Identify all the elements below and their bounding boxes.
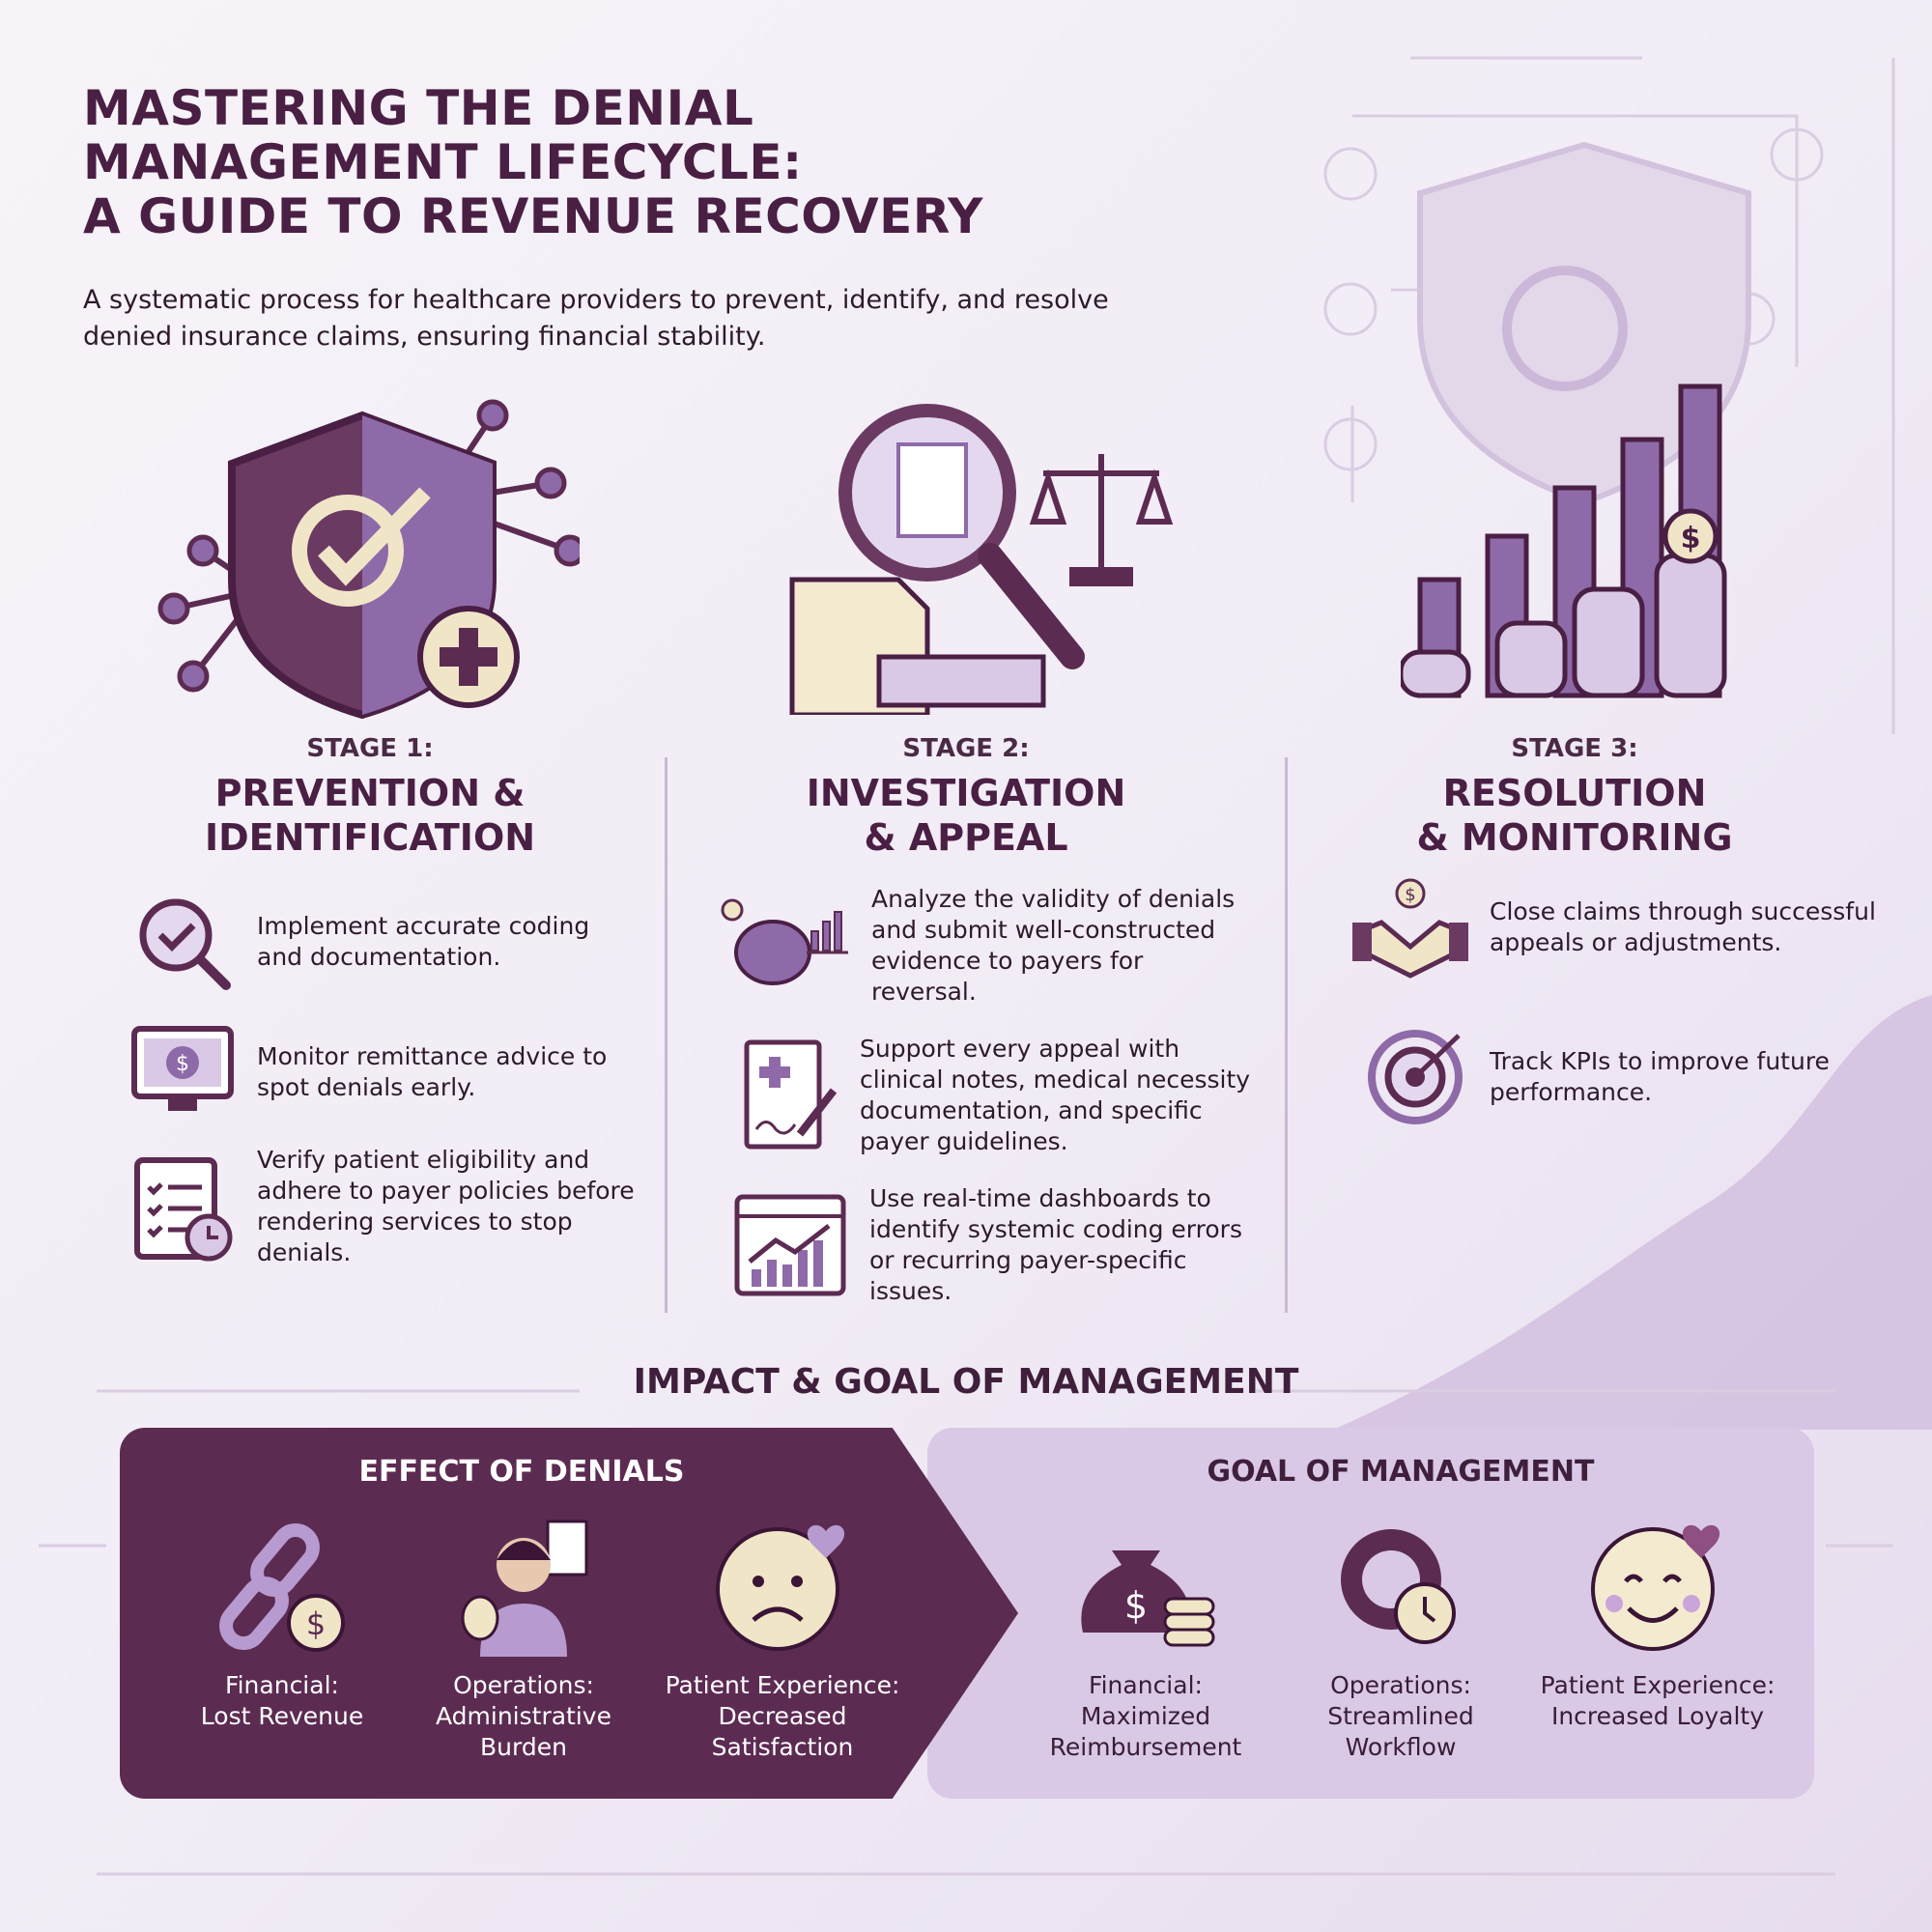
stage-2-bullet: Use real-time dashboards to identify sys… [732,1183,1254,1307]
svg-text:$: $ [176,1052,189,1076]
svg-text:$: $ [306,1605,326,1642]
target-cycle-icon [1368,1030,1463,1124]
impact-title: IMPACT & GOAL OF MANAGEMENT [633,1362,1299,1402]
bullet-text: Support every appeal with clinical notes… [860,1035,1251,1155]
stage-title: RESOLUTION& MONITORING [1416,772,1733,859]
dashboard-chart-icon [734,1194,846,1296]
goal-patient: Patient Experience:Increased Loyalty [1532,1512,1783,1732]
stage-1-header: STAGE 1: PREVENTION &IDENTIFICATION [99,734,640,860]
goal-operations: Operations:Streamlined Workflow [1275,1512,1526,1763]
happy-face-icon [1591,1524,1720,1651]
bullet-text: Track KPIs to improve future performance… [1490,1047,1830,1106]
effect-financial: $ Financial:Lost Revenue [156,1512,408,1732]
stage-number: STAGE 2: [902,734,1030,763]
stage-1-bullet: $ Monitor remittance advice to spot deni… [129,1024,632,1121]
gear-stopwatch-icon [1341,1529,1456,1644]
money-bag-coins-icon: $ [1081,1550,1215,1647]
shield-check-icon [157,399,580,720]
page-title: MASTERING THE DENIAL MANAGEMENT LIFECYCL… [83,81,983,243]
checklist-clock-icon [134,1157,233,1262]
stage-2-bullet: Support every appeal with clinical notes… [742,1034,1264,1157]
goal-heading: GOAL OF MANAGEMENT [1207,1455,1595,1489]
stage-title: PREVENTION &IDENTIFICATION [204,772,536,859]
sad-face-icon [716,1524,845,1651]
bullet-text: Verify patient eligibility and adhere to… [257,1146,635,1266]
handshake-dollar-icon: $ [1352,878,1468,979]
title-line: MASTERING THE DENIAL [83,80,754,136]
bullet-text: Implement accurate coding and documentat… [257,912,590,971]
stage-number: STAGE 1: [306,734,434,763]
monitor-dollar-icon: $ [131,1026,234,1111]
bullet-text: Monitor remittance advice to spot denial… [257,1042,608,1101]
stage-2-bullet: Analyze the validity of denials and subm… [715,884,1236,1008]
stage-divider [1285,757,1288,1313]
stage-number: STAGE 3: [1511,734,1638,763]
stage-1-bullet: Implement accurate coding and documentat… [129,889,632,995]
stage-3-bullet: $ Close claims through successful appeal… [1352,874,1893,980]
stage-3-bullet: Track KPIs to improve future performance… [1362,1024,1903,1130]
stage-1-bullet: Verify patient eligibility and adhere to… [129,1145,641,1268]
svg-text:$: $ [1124,1584,1148,1627]
magnifier-check-icon [139,898,231,990]
bullet-text: Analyze the validity of denials and subm… [871,885,1236,1006]
svg-text:$: $ [1405,885,1415,905]
broken-chain-dollar-icon: $ [219,1522,345,1652]
stage-divider [665,757,668,1313]
svg-text:$: $ [1681,522,1701,555]
page-subtitle: A systematic process for healthcare prov… [83,285,1109,352]
stage-3-header: STAGE 3: RESOLUTION& MONITORING [1304,734,1845,860]
magnifier-documents-icon [789,404,1174,715]
effect-heading: EFFECT OF DENIALS [358,1455,685,1489]
effect-patient: Patient Experience:Decreased Satisfactio… [657,1512,908,1763]
stage-2-header: STAGE 2: INVESTIGATION& APPEAL [696,734,1236,860]
growth-bars-coins-icon: $ [1401,384,1727,698]
stressed-worker-icon [461,1520,588,1657]
title-line: MANAGEMENT LIFECYCLE: [83,134,803,190]
effect-operations: Operations:Administrative Burden [398,1512,649,1763]
bullet-text: Close claims through successful appeals … [1490,897,1876,956]
title-line: A GUIDE TO REVENUE RECOVERY [83,188,983,244]
medical-document-pen-icon [744,1039,838,1150]
stage-title: INVESTIGATION& APPEAL [806,772,1126,859]
brain-analysis-icon [721,898,848,985]
bullet-text: Use real-time dashboards to identify sys… [869,1184,1242,1305]
goal-financial: $ Financial:Maximized Reimbursement [1020,1512,1271,1763]
